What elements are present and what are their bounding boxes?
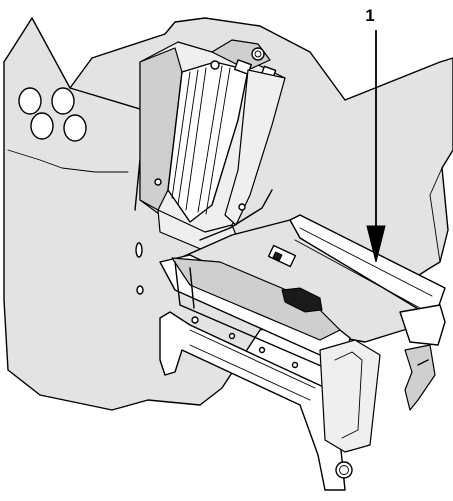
callout-1-label: 1 (365, 6, 374, 25)
callout-1-arrowhead (366, 225, 386, 263)
panel-holes (18, 87, 144, 295)
printhead-assembly (139, 39, 286, 256)
platen-assembly (159, 214, 446, 411)
support-bracket (159, 311, 381, 491)
callout-1: 1 (365, 6, 386, 263)
